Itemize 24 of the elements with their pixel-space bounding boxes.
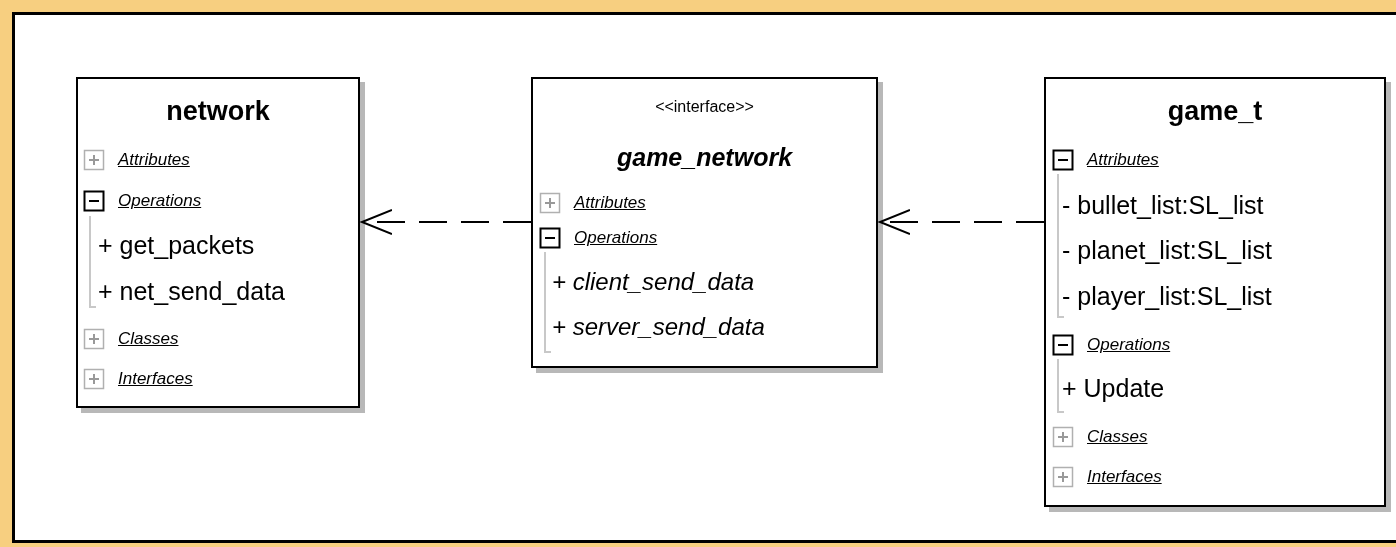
section-header: Attributes [118,150,190,170]
dependency-arrow [879,209,1045,235]
member-text: + net_send_data [98,276,285,306]
interface-name: game_network [615,142,794,172]
member-text: - bullet_list:SL_list [1062,190,1264,220]
dependency-arrow [361,209,532,235]
stereotype-label: <<interface>> [654,97,755,117]
section-header: Classes [118,329,179,349]
class-name: game_t [1166,96,1264,128]
section-header: Operations [574,228,658,248]
section-header: Interfaces [118,369,193,389]
member-text: + Update [1062,373,1165,403]
member-text: - player_list:SL_list [1062,281,1272,311]
member-text: + get_packets [98,230,255,260]
section-header: Operations [1087,335,1171,355]
member-text: - planet_list:SL_list [1062,235,1272,265]
class-name: network [165,96,271,128]
member-text: + client_send_data [552,268,755,296]
section-header: Interfaces [1087,467,1162,487]
section-header: Attributes [574,193,646,213]
section-header: Operations [118,191,202,211]
section-header: Attributes [1087,150,1159,170]
section-header: Classes [1087,427,1148,447]
member-text: + server_send_data [552,313,765,341]
